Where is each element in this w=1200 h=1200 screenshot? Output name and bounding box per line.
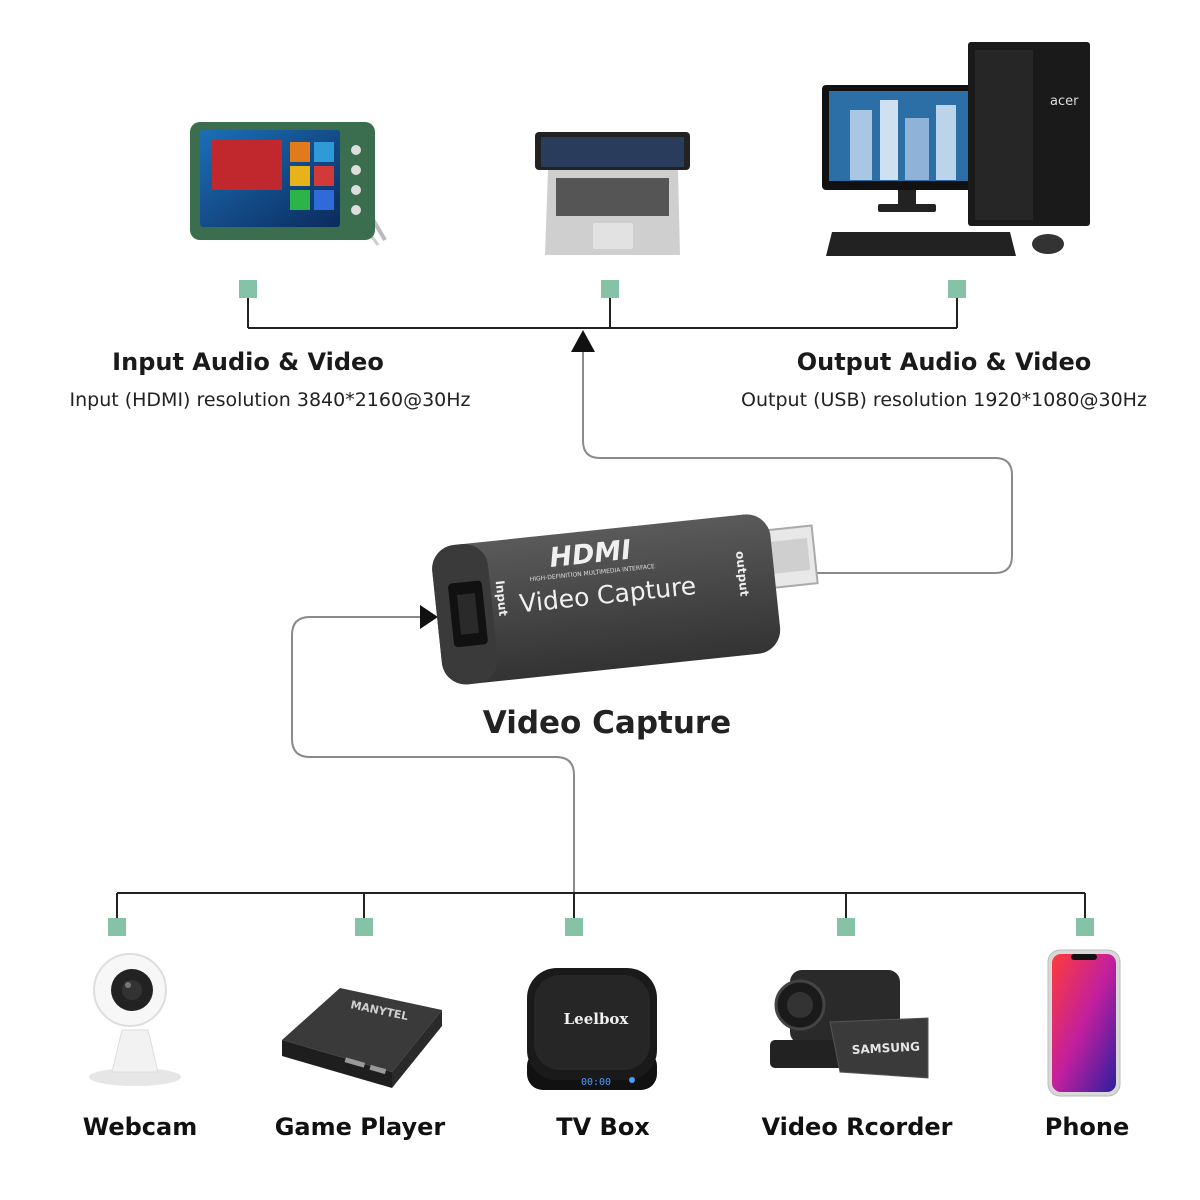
node-marker [837,918,855,936]
camcorder-icon: SAMSUNG [770,970,929,1079]
brand-text: SAMSUNG [851,1039,920,1057]
desktop-pc-icon: acer [822,42,1090,256]
node-marker [239,280,257,298]
laptop-icon [535,132,690,255]
brand-text: acer [1050,94,1079,109]
device-label-phone: Phone [1045,1113,1130,1141]
node-marker [355,918,373,936]
right-arrow-icon [420,605,438,629]
output-caption-title: Output Audio & Video [797,348,1092,376]
input-caption-subtitle: Input (HDMI) resolution 3840*2160@30Hz [69,389,470,411]
input-caption-title: Input Audio & Video [112,348,384,376]
device-label-webcam: Webcam [83,1113,198,1141]
port-input-label: Input [493,580,511,617]
device-label-video-recorder: Video Rcorder [761,1113,952,1141]
device-label-game-player: Game Player [275,1113,446,1141]
input-cable [291,605,575,900]
output-caption-subtitle: Output (USB) resolution 1920*1080@30Hz [741,389,1147,411]
node-marker [601,280,619,298]
up-arrow-icon [571,330,595,352]
capture-title: Video Capture [483,705,731,741]
output-bus [239,280,966,329]
port-output-label: output [733,550,752,597]
display-text: 00:00 [581,1077,611,1088]
input-bus [108,892,1094,936]
node-marker [948,280,966,298]
portable-tv-icon [190,122,387,246]
tv-box-icon: Leelbox 00:00 [527,968,657,1090]
video-capture-dongle: HDMI HIGH-DEFINITION MULTIMEDIA INTERFAC… [432,514,819,685]
device-label-tv-box: TV Box [556,1113,650,1141]
webcam-icon [89,953,181,1086]
node-marker [565,918,583,936]
phone-icon [1047,949,1121,1097]
brand-text: Leelbox [564,1010,630,1028]
output-cable [571,330,1013,574]
game-player-icon: MANYTEL [282,988,442,1088]
node-marker [108,918,126,936]
node-marker [1076,918,1094,936]
